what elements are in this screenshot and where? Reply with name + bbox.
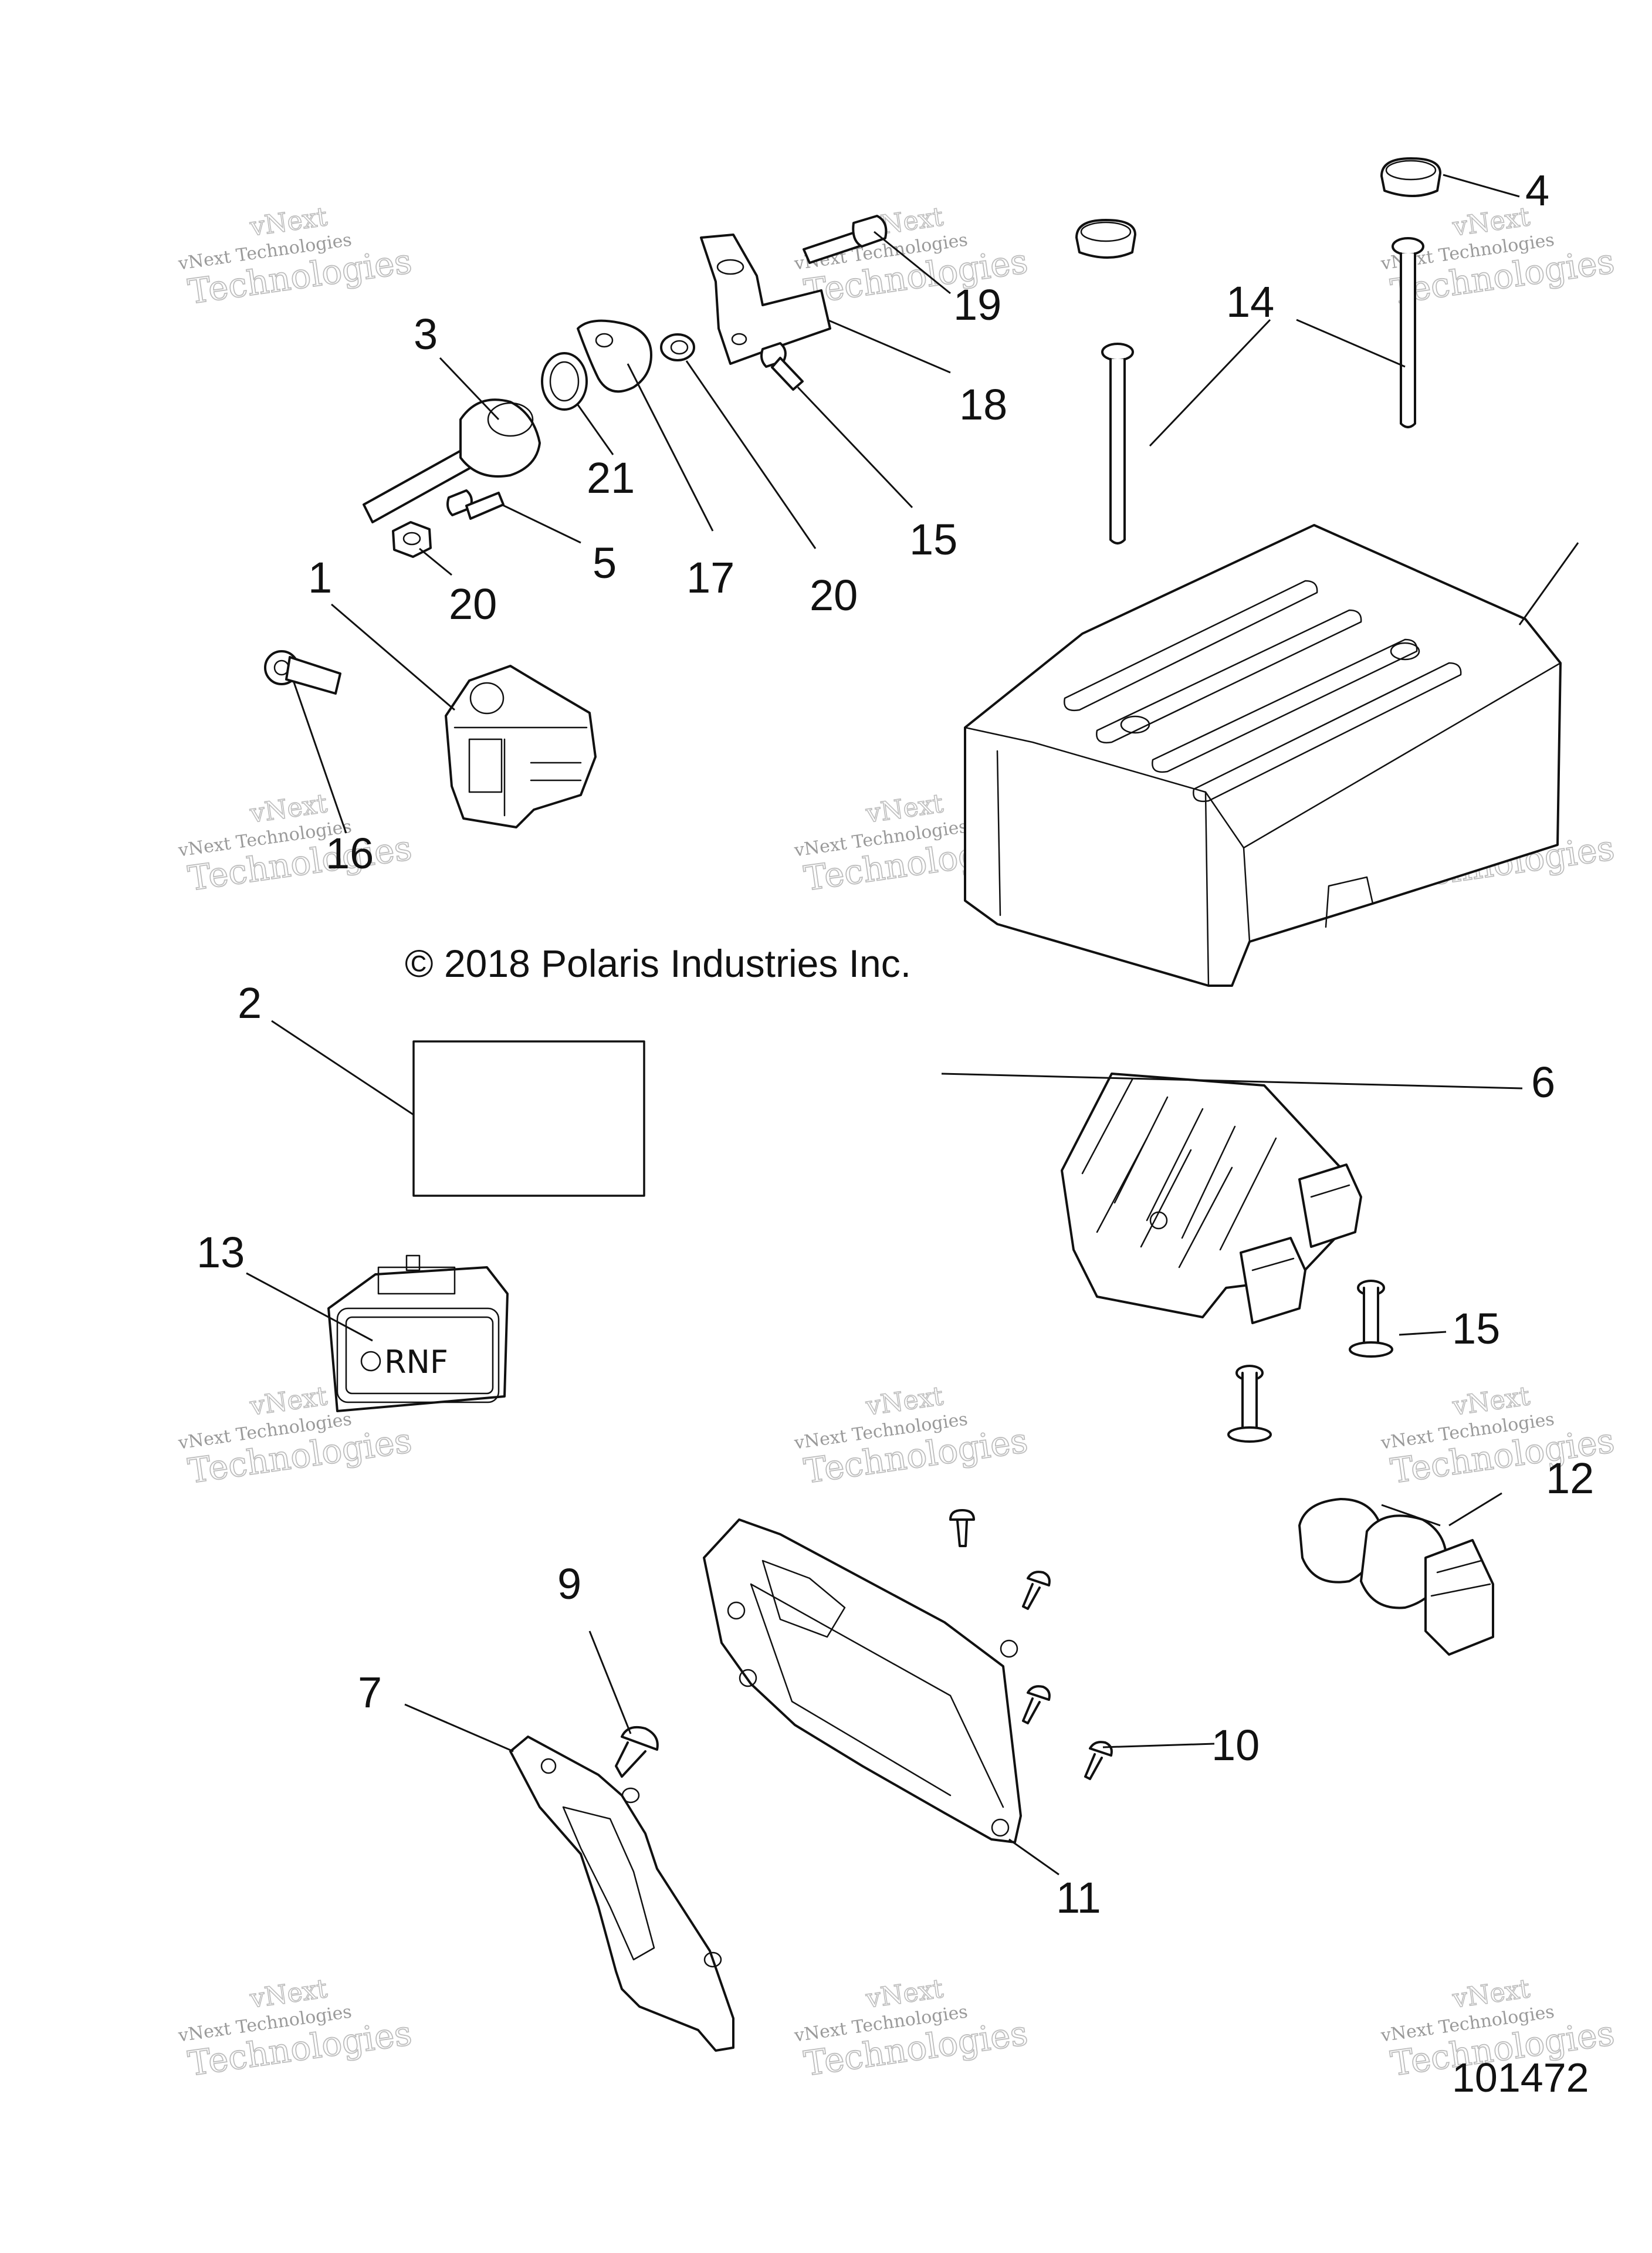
callout-13: 13 (197, 1228, 245, 1277)
callout-9: 9 (557, 1559, 581, 1608)
part-20-washer (660, 333, 695, 361)
rnf-label-text: RNF (384, 1344, 448, 1381)
watermark: vNext vNext Technologies Technologies (177, 788, 415, 899)
part-12-ignition-switch (1298, 1498, 1494, 1656)
callout-14: 14 (1226, 278, 1274, 326)
part-17-gasket (577, 319, 652, 393)
callout-2: 2 (238, 979, 262, 1027)
part-15-bolt (760, 342, 804, 391)
part-19-bolt (803, 215, 888, 264)
copyright-notice: © 2018 Polaris Industries Inc. (405, 942, 911, 985)
watermark: vNext vNext Technologies Technologies (177, 201, 415, 312)
callout-20-upper: 20 (810, 571, 858, 620)
watermark: vNext vNext Technologies Technologies (793, 1973, 1031, 2084)
part-11-ecu (703, 1518, 1022, 1843)
callout-19: 19 (953, 280, 1001, 329)
part-14-long-bolt (1101, 343, 1134, 544)
watermark: vNext vNext Technologies Technologies (793, 1381, 1031, 1491)
callout-7: 7 (358, 1668, 382, 1717)
callout-16: 16 (326, 829, 374, 878)
part-18-bracket (700, 234, 831, 365)
leader-lines (246, 174, 1579, 1876)
part-16-bolt (264, 650, 341, 695)
callout-10: 10 (1211, 1721, 1260, 1770)
callout-5: 5 (593, 539, 617, 587)
part-13-rnf-indicator: RNF (327, 1254, 509, 1412)
callout-15-upper: 15 (909, 515, 957, 564)
part-10-screw (1022, 1571, 1051, 1610)
part-5-bolt (446, 489, 505, 520)
part-2-label (412, 1040, 645, 1197)
callout-3: 3 (414, 310, 438, 358)
part-6-voltage-regulator (1061, 1073, 1362, 1324)
part-15-bolt (1227, 1365, 1272, 1443)
callout-4: 4 (1525, 166, 1549, 215)
part-7-bracket (509, 1736, 734, 2052)
figure-number: 101472 (1452, 2055, 1589, 2100)
watermark-group: vNext vNext Technologies Technologies vN… (177, 201, 1617, 2084)
part-9-push-rivet (615, 1726, 659, 1778)
part-20-nut (392, 521, 432, 558)
watermark: vNext vNext Technologies Technologies (177, 1973, 415, 2084)
part-1-map-sensor (445, 665, 597, 828)
part-3-temperature-sensor (363, 398, 541, 523)
callout-20-lower: 20 (449, 580, 497, 628)
callout-6: 6 (1531, 1058, 1555, 1107)
part-14-long-bolt (1392, 237, 1424, 428)
callout-1: 1 (308, 553, 332, 602)
callout-21: 21 (587, 454, 635, 502)
part-10-screw (1022, 1685, 1051, 1724)
part-10-screw (1084, 1741, 1113, 1780)
watermark: vNext vNext Technologies Technologies (1379, 1973, 1617, 2084)
callout-12: 12 (1546, 1454, 1594, 1503)
callout-18: 18 (959, 380, 1007, 429)
callout-labels: 1 2 3 4 5 6 7 9 10 11 12 13 14 15 15 16 … (197, 166, 1594, 1922)
part-15-bolt (1349, 1280, 1393, 1358)
callout-11: 11 (1056, 1873, 1101, 1922)
part-21-o-ring (541, 352, 588, 411)
callout-17: 17 (686, 553, 734, 602)
callout-15-lower: 15 (1452, 1304, 1500, 1353)
part-4-plug-cap (1380, 157, 1441, 197)
part-4-plug-cap (1075, 219, 1136, 259)
cover-housing (964, 524, 1562, 987)
part-10-screw (949, 1509, 975, 1547)
